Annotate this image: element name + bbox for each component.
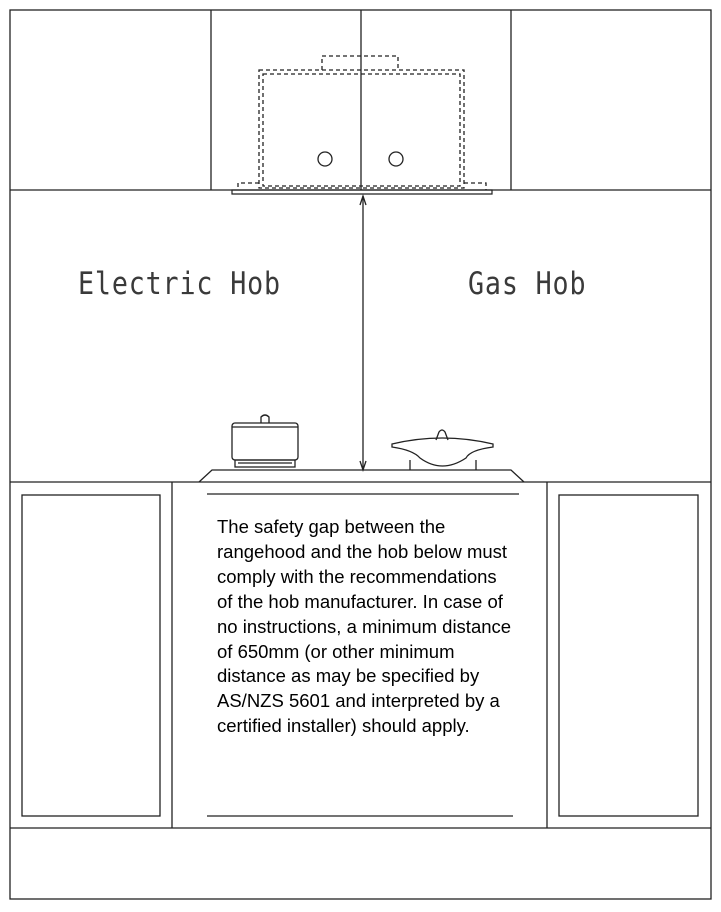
rangehood-base-plate (231, 189, 493, 195)
cabinet-knob-right (388, 151, 404, 167)
gas-hob-wok (391, 429, 494, 470)
clearance-dimension-arrow (359, 193, 367, 473)
countertop (10, 469, 711, 483)
safety-gap-note: The safety gap between the rangehood and… (217, 516, 512, 737)
electric-hob-label: Electric Hob (78, 266, 281, 302)
lower-cabinets (10, 482, 711, 829)
left-cabinet-door (21, 494, 161, 817)
right-cabinet-door (558, 494, 699, 817)
upper-cabinets (10, 10, 711, 191)
rangehood (237, 55, 487, 190)
gas-hob-label: Gas Hob (468, 266, 587, 302)
electric-hob-pot (231, 414, 299, 468)
cabinet-knob-left (317, 151, 333, 167)
